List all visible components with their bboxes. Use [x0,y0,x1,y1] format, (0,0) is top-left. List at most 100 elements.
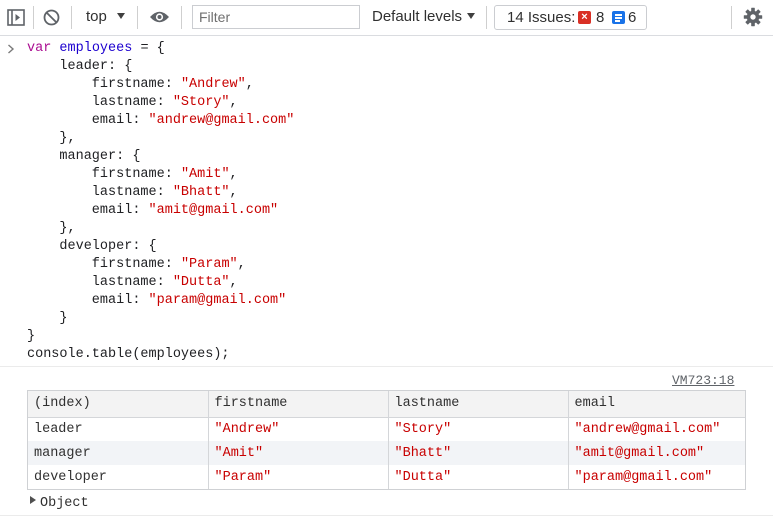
table-cell: "Param" [207,465,388,489]
error-icon: × [578,11,591,24]
context-label: top [86,8,107,25]
code-line: lastname: "Dutta", [27,274,294,292]
issues-label: 14 Issues: [507,9,576,26]
code-token: }, [27,221,76,236]
chevron-down-icon [117,13,125,19]
code-line: email: "param@gmail.com" [27,292,294,310]
toolbar-divider [731,6,732,29]
code-token: "andrew@gmail.com" [148,113,295,128]
code-token: "Dutta" [172,275,230,290]
code-line: firstname: "Amit", [27,166,294,184]
code-token: "Story" [172,95,230,110]
toolbar-divider [486,6,487,29]
info-icon [612,11,625,24]
column-header-email[interactable]: email [567,391,745,418]
code-token: firstname: [27,167,181,182]
code-line: } [27,328,294,346]
source-link[interactable]: VM723:18 [672,373,735,388]
code-token: lastname: [27,95,173,110]
table-cell: "Story" [387,417,568,441]
toolbar-divider [181,6,182,29]
code-line: firstname: "Param", [27,256,294,274]
table-cell: leader [34,421,83,437]
code-token: email: [27,203,149,218]
code-line: lastname: "Bhatt", [27,184,294,202]
sidebar-toggle-icon[interactable] [7,9,25,31]
code-token: } [27,311,68,326]
table-row: manager "Amit" "Bhatt" "amit@gmail.com" [28,441,745,465]
toolbar-divider [71,6,72,29]
chevron-right-icon [7,41,15,59]
info-count: 6 [628,9,637,26]
object-expander[interactable]: Object [30,496,89,511]
log-levels-label: Default levels [372,8,463,25]
code-line: } [27,310,294,328]
code-token: var [27,41,52,56]
code-token: , [245,77,254,92]
code-token: "Andrew" [180,77,246,92]
column-header-lastname[interactable]: lastname [387,391,568,418]
code-line: firstname: "Andrew", [27,76,294,94]
error-count: 8 [596,9,605,26]
table-row: developer "Param" "Dutta" "param@gmail.c… [28,465,745,489]
table-row: leader "Andrew" "Story" "andrew@gmail.co… [28,417,745,441]
table-header-row: (index) firstname lastname email [28,391,745,418]
code-token: , [229,275,238,290]
table-cell: "andrew@gmail.com" [567,417,745,441]
code-token: "amit@gmail.com" [148,203,279,218]
code-token: , [229,95,238,110]
console-table: (index) firstname lastname email leader … [27,390,746,490]
eye-icon[interactable] [149,10,170,29]
table-cell: "Andrew" [207,417,388,441]
code-token: "Bhatt" [172,185,230,200]
code-line: var employees = { [27,40,294,58]
table-cell: "param@gmail.com" [567,465,745,489]
clear-console-icon[interactable] [43,9,60,31]
code-token: , [237,257,246,272]
code-token: lastname: [27,185,173,200]
code-line: }, [27,220,294,238]
table-cell: "Dutta" [387,465,568,489]
message-divider [0,366,773,367]
code-token: leader: { [27,59,133,74]
table-cell: manager [28,441,208,465]
code-token: employees [59,41,133,56]
code-token: manager: { [27,149,141,164]
code-token: "Amit" [180,167,230,182]
code-token: , [229,185,238,200]
code-line: email: "andrew@gmail.com" [27,112,295,130]
code-token: email: [27,293,149,308]
toolbar-divider [137,6,138,29]
object-label: Object [40,496,89,511]
code-token: = { [132,41,165,56]
code-line: }, [27,130,294,148]
code-line: email: "amit@gmail.com" [27,202,294,220]
code-token: console.table(employees); [27,347,230,362]
code-token: lastname: [27,275,173,290]
code-line: manager: { [27,148,294,166]
issues-button[interactable]: 14 Issues: × 8 6 [494,5,647,30]
console-toolbar: top Default levels 14 Issues: × 8 6 [0,0,773,36]
filter-input[interactable] [192,5,360,29]
message-divider [0,515,773,516]
code-token: "Param" [180,257,238,272]
code-line: console.table(employees); [27,346,294,364]
code-line: developer: { [27,238,294,256]
code-line: leader: { [27,58,294,76]
code-token: , [229,167,238,182]
console-input-code: var employees = { leader: { firstname: "… [27,40,294,364]
expand-triangle-icon [30,496,36,505]
code-token: email: [27,113,149,128]
column-header-firstname[interactable]: firstname [207,391,388,418]
code-token: firstname: [27,77,181,92]
code-token: firstname: [27,257,181,272]
code-token: } [27,329,36,344]
column-header-index[interactable]: (index) [28,391,208,418]
table-cell: "amit@gmail.com" [567,441,745,465]
code-token: }, [27,131,76,146]
gear-icon[interactable] [743,7,763,32]
table-cell: "Amit" [207,441,388,465]
chevron-down-icon [467,13,475,19]
code-line: lastname: "Story", [27,94,294,112]
code-token: developer: { [27,239,157,254]
